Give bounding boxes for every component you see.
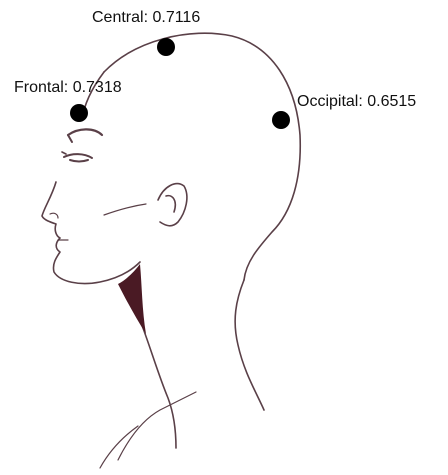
neck-back-outline	[235, 280, 264, 410]
eyebrow	[68, 129, 102, 135]
occipital-label: Occipital: 0.6515	[297, 93, 416, 111]
frontal-label: Frontal: 0.7318	[14, 79, 122, 97]
central-label: Central: 0.7116	[92, 9, 200, 27]
eye	[64, 154, 92, 161]
head-outline	[104, 33, 300, 280]
ear	[158, 184, 187, 226]
neck-front-outline	[140, 320, 176, 448]
face-profile	[42, 182, 140, 284]
occipital-marker	[272, 111, 290, 129]
central-marker	[157, 38, 175, 56]
frontal-marker	[70, 104, 88, 122]
